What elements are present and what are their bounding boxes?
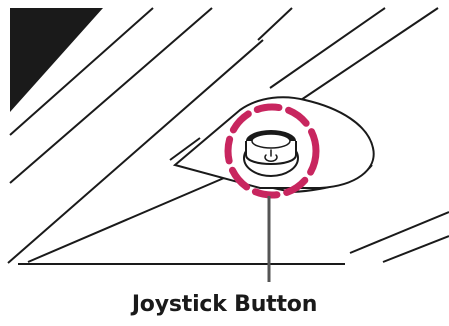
joystick-button bbox=[243, 130, 299, 177]
panel-edge-line bbox=[9, 7, 154, 136]
joystick-button-top bbox=[251, 133, 291, 149]
panel-edge-line bbox=[169, 137, 201, 161]
highlight-circle bbox=[224, 103, 320, 199]
panel-edge-line bbox=[349, 211, 449, 254]
callout-label: Joystick Button bbox=[131, 292, 318, 317]
panel-edge-line bbox=[9, 7, 213, 184]
power-icon bbox=[264, 149, 278, 162]
monitor-panel-edges bbox=[7, 7, 449, 264]
monitor-dark-corner bbox=[10, 8, 103, 112]
panel-edge-line bbox=[294, 7, 439, 105]
panel-edge-line bbox=[382, 235, 449, 263]
panel-edge-line bbox=[257, 7, 293, 41]
panel-edge-line bbox=[7, 39, 264, 264]
panel-edge-line bbox=[269, 7, 386, 89]
